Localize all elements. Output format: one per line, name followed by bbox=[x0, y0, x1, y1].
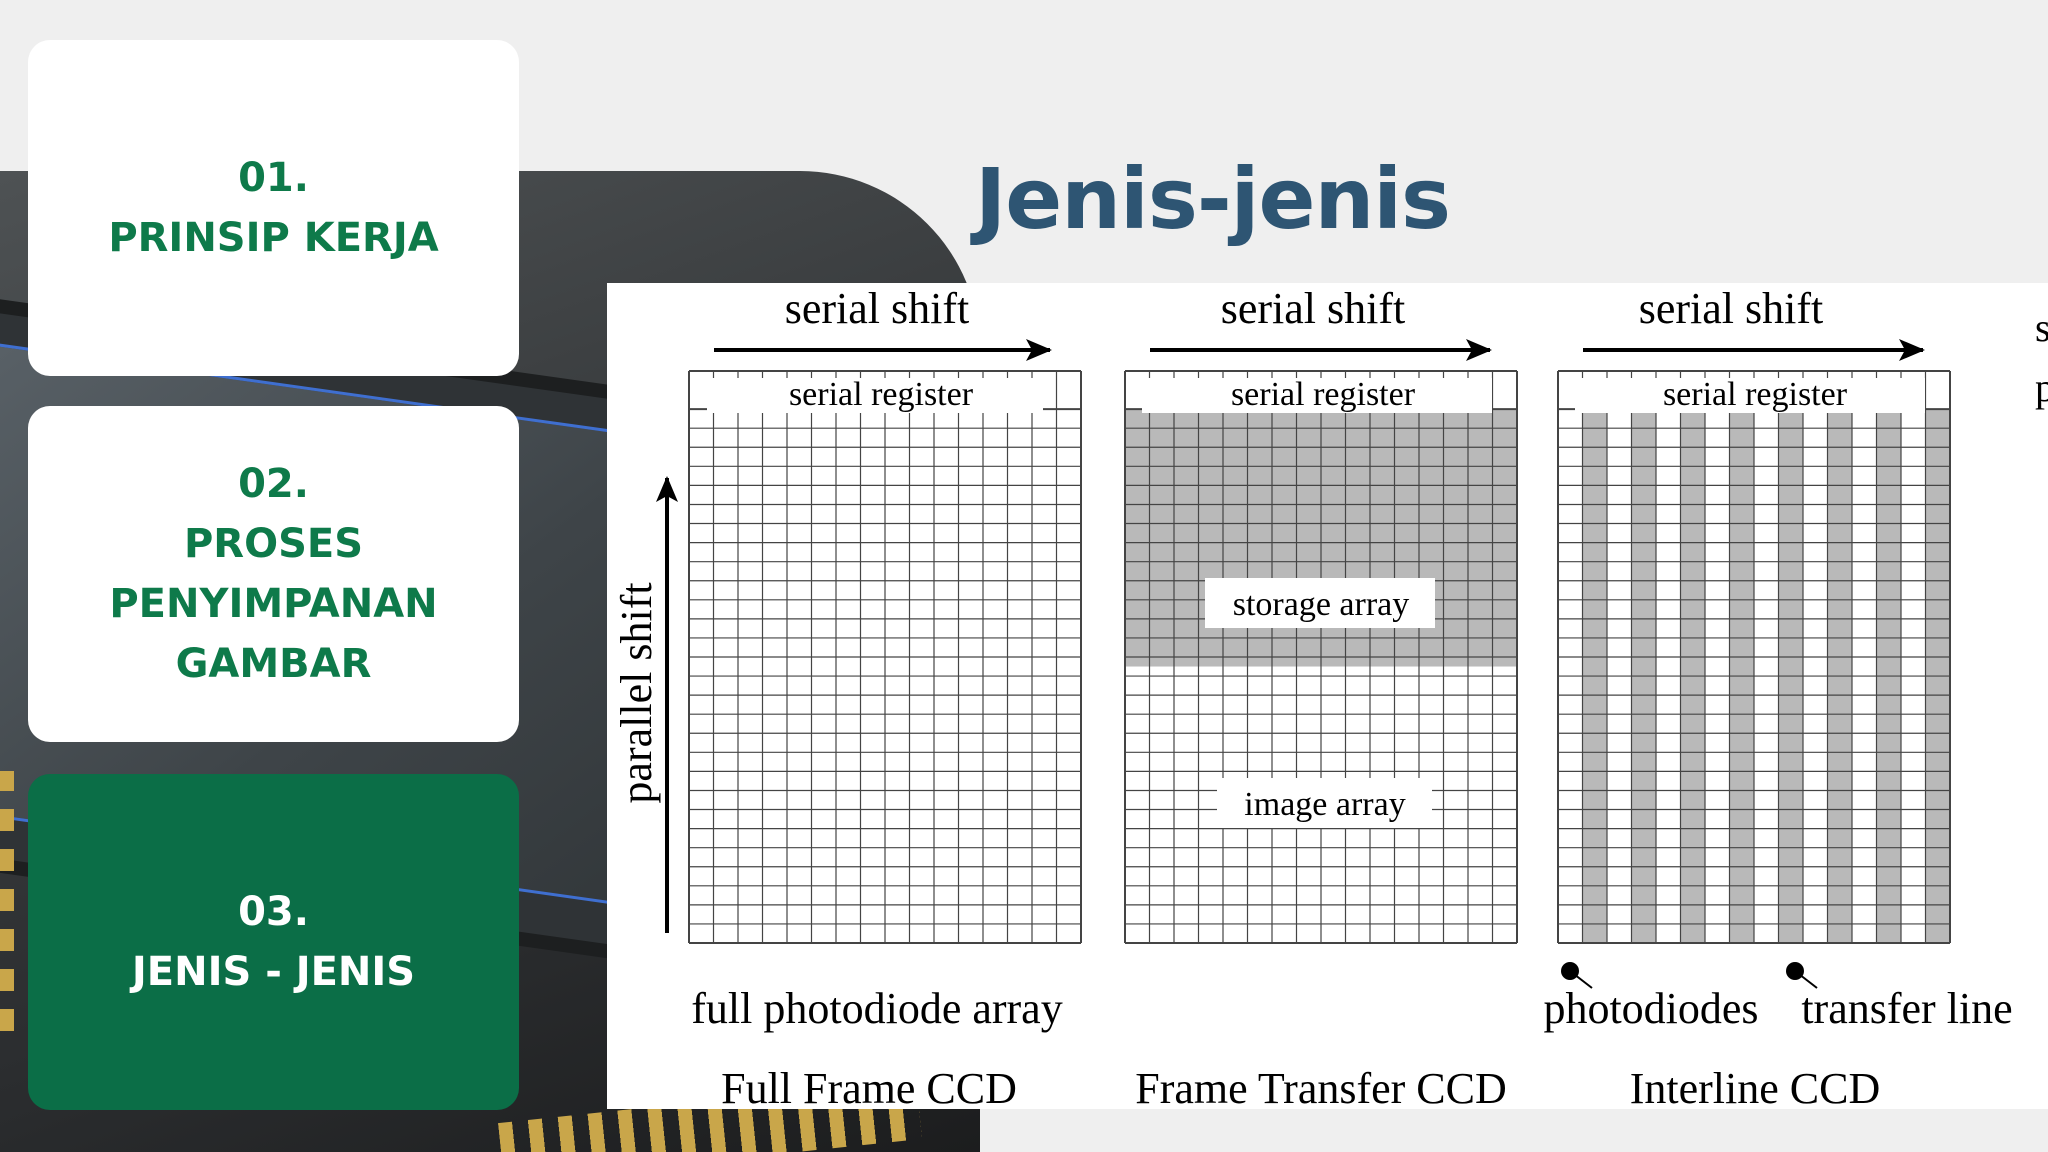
nav-card-number: 02. bbox=[238, 461, 309, 507]
serial-shift-label: serial shift bbox=[785, 284, 970, 333]
caption-interline-ccd: Interline CCD bbox=[1630, 1064, 1881, 1109]
cut-off-text: p bbox=[2035, 365, 2048, 410]
cut-off-text: s bbox=[2035, 305, 2048, 350]
serial-shift-label: serial shift bbox=[1639, 284, 1824, 333]
ccd-types-diagram: serial shift serial shift serial shift s… bbox=[607, 283, 2048, 1109]
chip-pins-left bbox=[0, 771, 14, 1031]
full-frame-grid bbox=[688, 370, 1082, 944]
nav-card-label: JENIS - JENIS bbox=[131, 949, 416, 995]
transfer-line-label: transfer line bbox=[1801, 984, 2012, 1033]
nav-card-label: PRINSIP KERJA bbox=[108, 215, 439, 261]
nav-card-number: 01. bbox=[238, 155, 309, 201]
nav-card-label: GAMBAR bbox=[175, 641, 372, 687]
parallel-shift-label: parallel shift bbox=[612, 582, 661, 803]
nav-card-label: PENYIMPANAN bbox=[109, 581, 438, 627]
page-title: Jenis-jenis bbox=[975, 150, 1451, 248]
serial-register-label: serial register bbox=[1231, 376, 1416, 413]
caption-full-frame-ccd: Full Frame CCD bbox=[721, 1064, 1017, 1109]
nav-card-prinsip-kerja[interactable]: 01. PRINSIP KERJA bbox=[28, 40, 519, 376]
interline-grid bbox=[1557, 370, 1951, 944]
caption-frame-transfer-ccd: Frame Transfer CCD bbox=[1135, 1064, 1507, 1109]
nav-card-number: 03. bbox=[238, 889, 309, 935]
photodiodes-label: photodiodes bbox=[1543, 984, 1758, 1033]
full-photodiode-array-label: full photodiode array bbox=[691, 984, 1062, 1033]
serial-register-label: serial register bbox=[1663, 376, 1848, 413]
nav-card-label: PROSES bbox=[183, 521, 364, 567]
serial-shift-label: serial shift bbox=[1221, 284, 1406, 333]
storage-array-label: storage array bbox=[1233, 586, 1410, 623]
serial-register-label: serial register bbox=[789, 376, 974, 413]
image-array-label: image array bbox=[1244, 786, 1405, 823]
frame-transfer-grid bbox=[1124, 370, 1518, 944]
nav-card-proses-penyimpanan-gambar[interactable]: 02. PROSES PENYIMPANAN GAMBAR bbox=[28, 406, 519, 742]
nav-card-jenis-jenis[interactable]: 03. JENIS - JENIS bbox=[28, 774, 519, 1110]
